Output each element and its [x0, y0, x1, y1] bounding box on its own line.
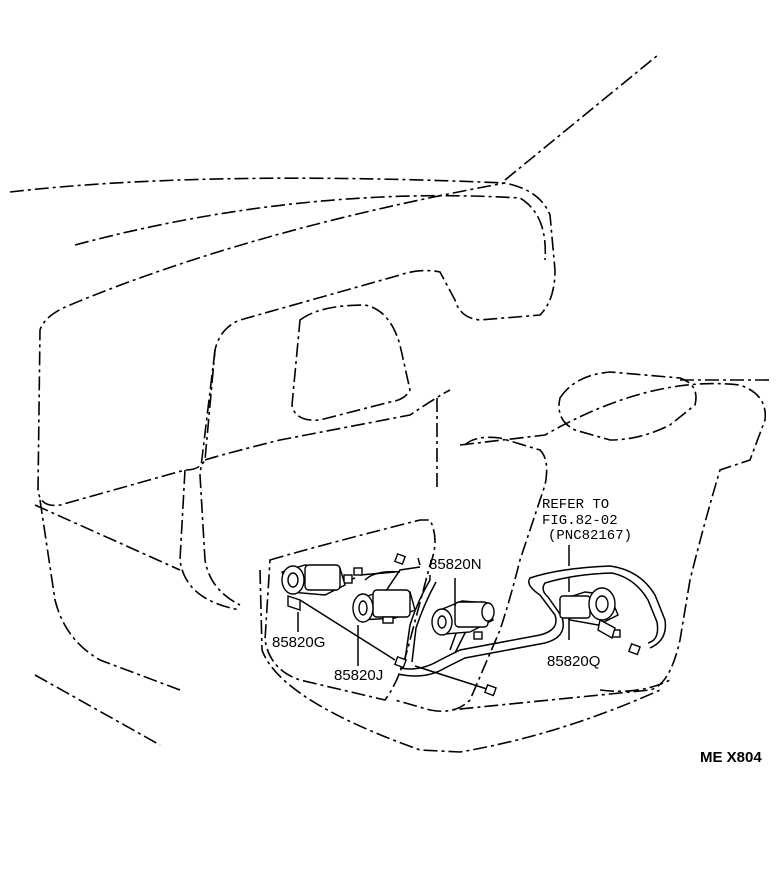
- part-label-85820g: 85820G: [272, 634, 325, 651]
- refer-label-line2: FIG.82-02: [542, 513, 618, 529]
- component-85820n: [431, 600, 495, 636]
- vehicle-outline: [9, 54, 770, 753]
- text-labels: REFER TO FIG.82-02 (PNC82167) 85820N 858…: [272, 497, 762, 766]
- leader-lines: [297, 578, 570, 666]
- component-85820g: [281, 564, 346, 611]
- part-label-85820n: 85820N: [429, 556, 482, 573]
- component-85820q: [559, 587, 619, 640]
- refer-label-line3: (PNC82167): [548, 528, 632, 544]
- refer-label-line1: REFER TO: [542, 497, 609, 513]
- connectors: [343, 552, 641, 697]
- part-label-85820j: 85820J: [334, 667, 383, 684]
- diagram-code: ME X804: [700, 749, 762, 766]
- part-label-85820q: 85820Q: [547, 653, 600, 670]
- component-85820j: [352, 589, 416, 624]
